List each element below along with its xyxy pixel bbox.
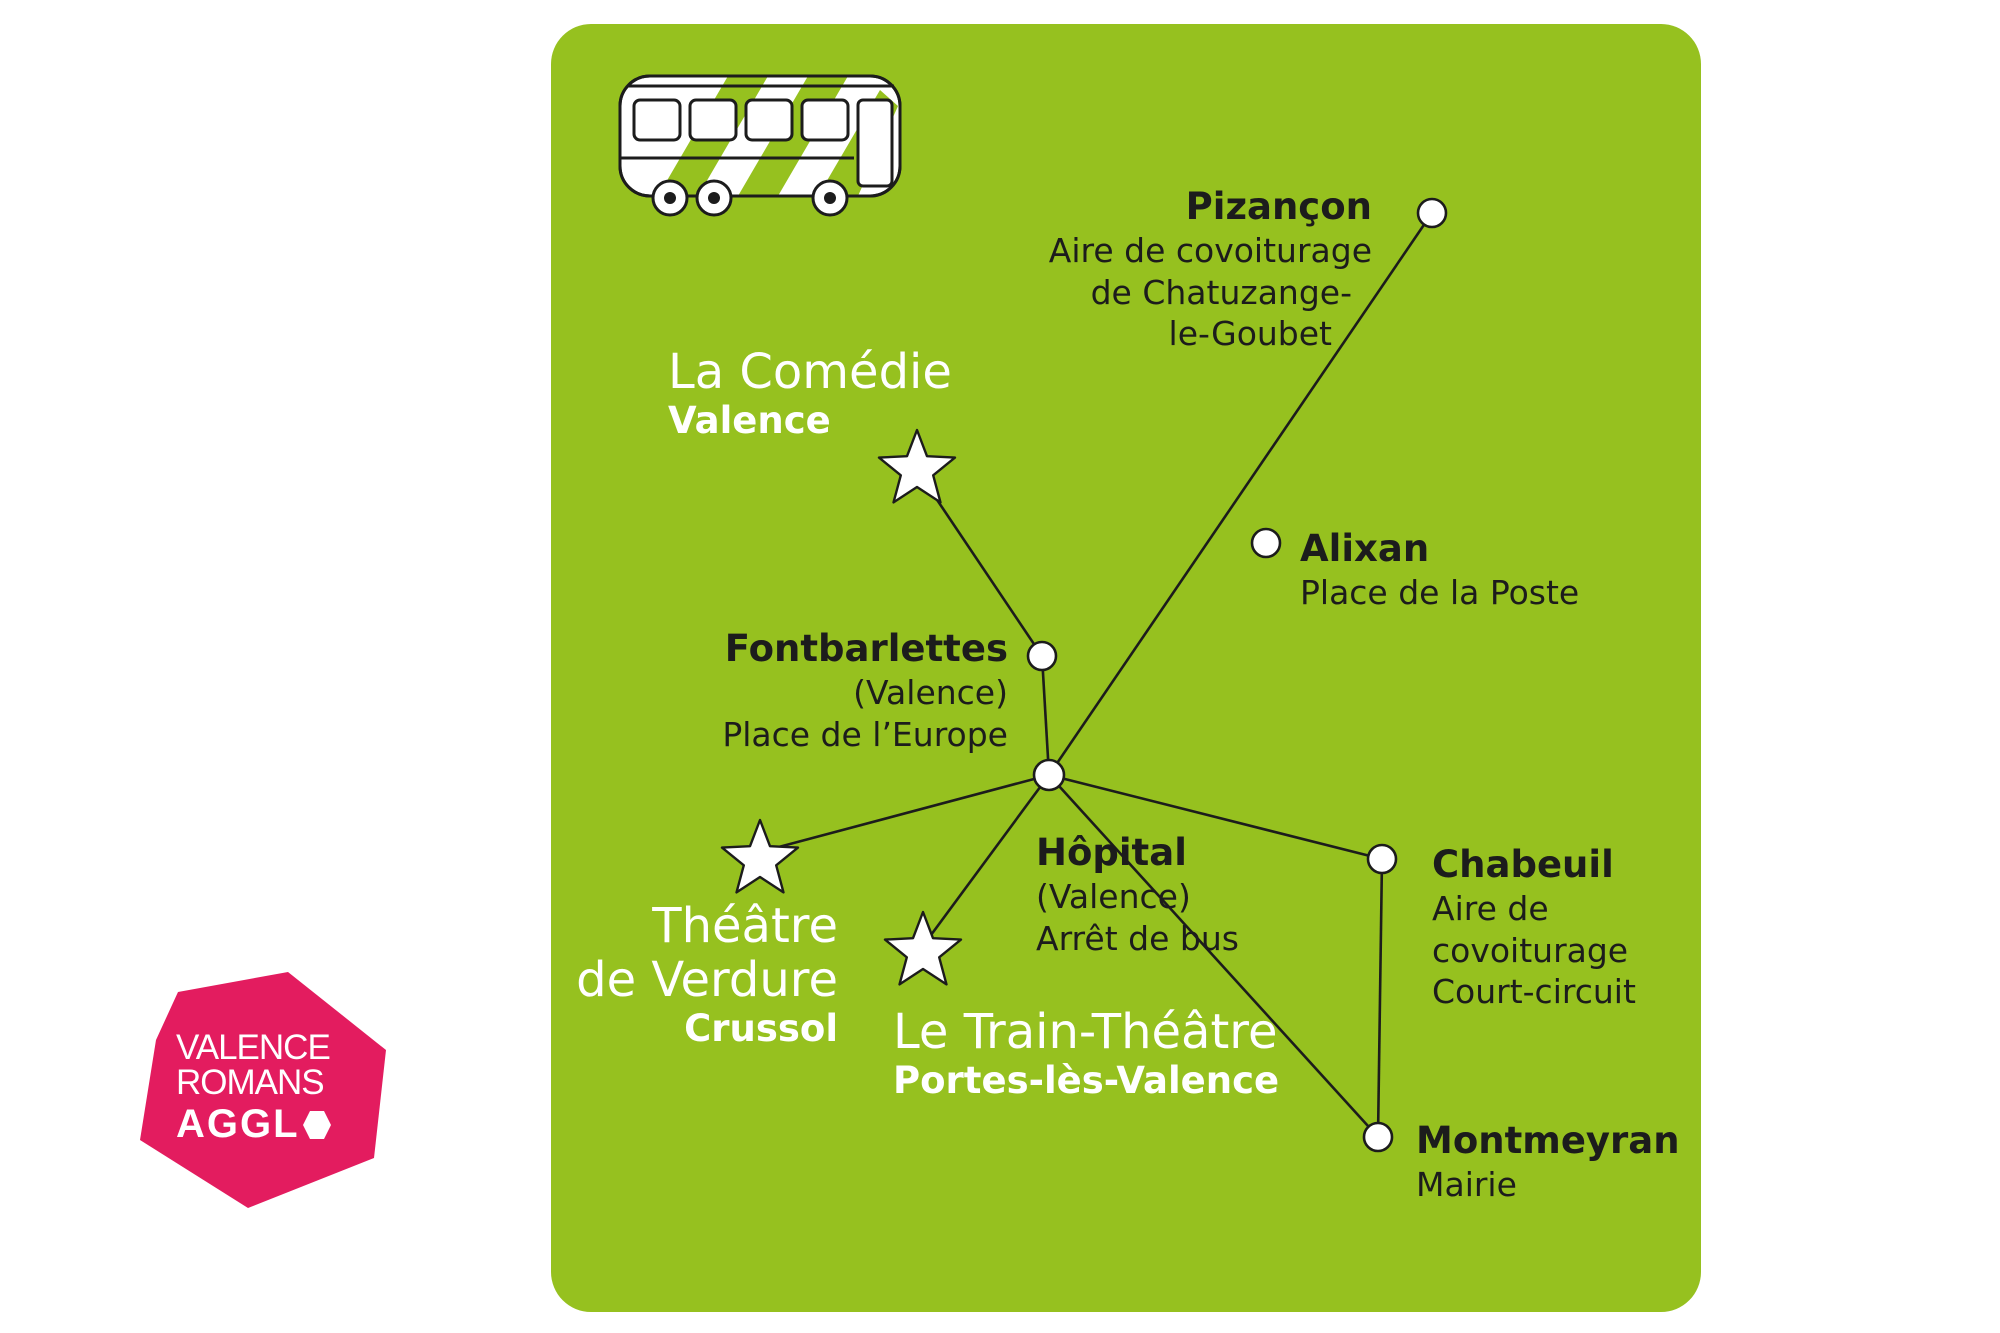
stop-name: Hôpital <box>1036 831 1187 874</box>
stop-label-chabeuil: Chabeuil Aire de covoiturage Court-circu… <box>1432 842 1636 1012</box>
stop-name: Fontbarlettes <box>724 627 1008 670</box>
stop-node-alixan[interactable] <box>1250 527 1282 559</box>
stop-detail: covoiturage <box>1432 930 1629 970</box>
venue-city: Crussol <box>684 1006 838 1050</box>
venue-city: Portes-lès-Valence <box>893 1058 1280 1102</box>
stop-node-pizancon[interactable] <box>1416 197 1448 229</box>
stop-node-fontbarlettes[interactable] <box>1026 640 1058 672</box>
stop-name: Montmeyran <box>1416 1119 1680 1162</box>
stop-name: Alixan <box>1300 527 1430 570</box>
route-chabeuil-montmeyran <box>1376 858 1384 1138</box>
venue-name: Le Train-Théâtre <box>893 1004 1278 1060</box>
route-hub-train <box>929 774 1051 936</box>
star-icon-comedie <box>877 428 957 504</box>
route-hub-verdure <box>759 773 1050 854</box>
valence-romans-agglo-logo[interactable] <box>138 970 394 1210</box>
stop-detail: (Valence) <box>853 673 1008 713</box>
map-card <box>551 24 1701 1312</box>
stop-name: Pizançon <box>1185 185 1372 228</box>
stop-detail: Place de l’Europe <box>722 714 1008 754</box>
route-hub-fontbarlettes <box>1040 655 1051 776</box>
logo-agglo-text: AGGL <box>176 1102 300 1146</box>
logo-line-romans: ROMANS <box>176 1063 325 1102</box>
venue-city: Valence <box>668 398 831 442</box>
hexagon-icon <box>302 1111 331 1139</box>
venue-name-line1: Théâtre <box>652 898 838 954</box>
star-icon-verdure <box>720 818 800 894</box>
venue-label-train: Le Train-Théâtre Portes-lès-Valence <box>893 1004 1280 1102</box>
stop-label-alixan: Alixan Place de la Poste <box>1300 526 1579 614</box>
stop-node-montmeyran[interactable] <box>1362 1121 1394 1153</box>
route-hub-chabeuil <box>1048 773 1383 861</box>
stop-label-montmeyran: Montmeyran Mairie <box>1416 1118 1680 1206</box>
stop-label-fontbarlettes: Fontbarlettes (Valence) Place de l’Europ… <box>722 626 1008 755</box>
venue-name-line2: de Verdure <box>576 951 838 1008</box>
stop-detail: Mairie <box>1416 1165 1517 1205</box>
route-hub-pizancon <box>1047 212 1434 776</box>
stop-detail: de Chatuzange- <box>1090 272 1352 312</box>
stop-node-hopital[interactable] <box>1032 758 1066 792</box>
logo-shape <box>140 972 386 1208</box>
bus-icon <box>618 74 902 217</box>
stop-label-pizancon: Pizançon Aire de covoiturage de Chatuzan… <box>1049 184 1372 354</box>
venue-label-comedie: La Comédie Valence <box>668 344 952 442</box>
star-icon-train <box>883 910 963 986</box>
stop-label-hopital: Hôpital (Valence) Arrêt de bus <box>1036 830 1239 959</box>
venue-label-verdure: Théâtre de Verdure Crussol <box>576 898 838 1050</box>
logo-line-valence: VALENCE <box>176 1028 331 1067</box>
venue-name: La Comédie <box>668 344 952 400</box>
stop-detail: Arrêt de bus <box>1036 918 1239 958</box>
route-hub-montmeyran <box>1048 774 1379 1138</box>
stop-name: Chabeuil <box>1432 843 1614 886</box>
stop-detail: Aire de covoiturage <box>1048 231 1372 271</box>
stop-detail: Court-circuit <box>1432 971 1636 1011</box>
logo-text: VALENCE ROMANS AGGL <box>176 1030 332 1144</box>
stop-detail: (Valence) <box>1036 877 1191 917</box>
stop-detail: Aire de <box>1432 889 1549 929</box>
stop-detail: le-Goubet <box>1168 313 1332 353</box>
logo-line-agglo: AGGL <box>176 1104 332 1144</box>
stop-node-chabeuil[interactable] <box>1366 843 1398 875</box>
stop-detail: Place de la Poste <box>1300 573 1580 613</box>
